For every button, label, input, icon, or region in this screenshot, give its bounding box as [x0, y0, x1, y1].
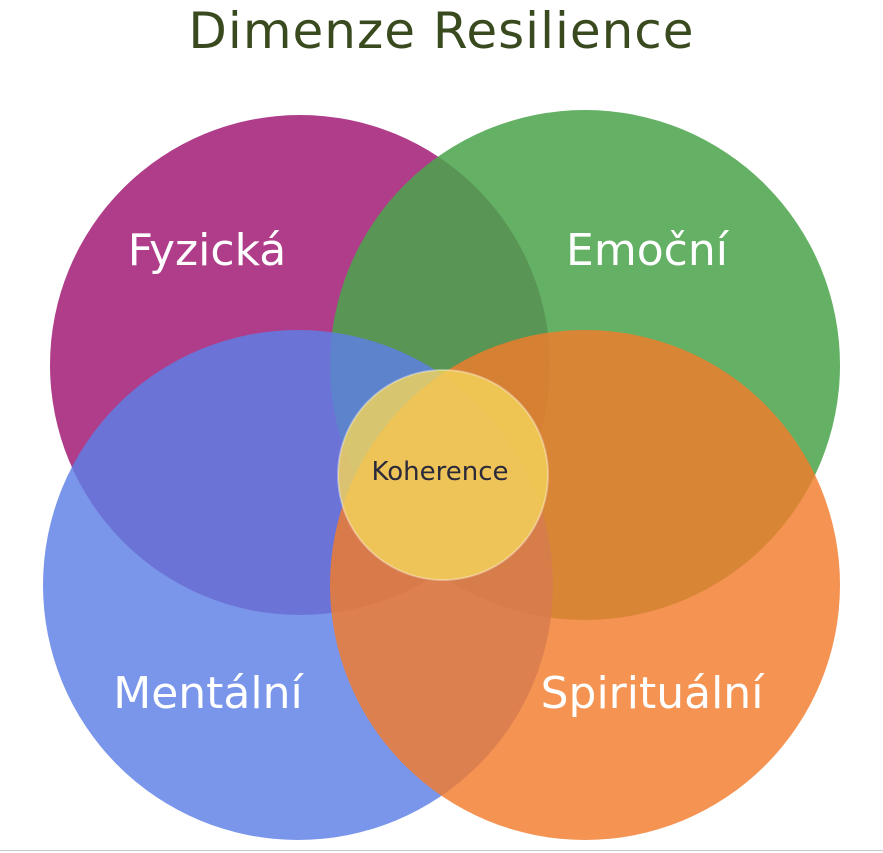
label-koherence: Koherence — [371, 457, 508, 487]
label-emocni: Emoční — [566, 225, 730, 276]
diagram-title: Dimenze Resilience — [188, 2, 695, 60]
bottom-divider — [0, 850, 883, 851]
circle-koherence — [337, 369, 549, 581]
label-fyzicka: Fyzická — [128, 225, 287, 276]
label-mentalni: Mentální — [113, 668, 304, 719]
label-spiritualni: Spirituální — [541, 668, 766, 719]
